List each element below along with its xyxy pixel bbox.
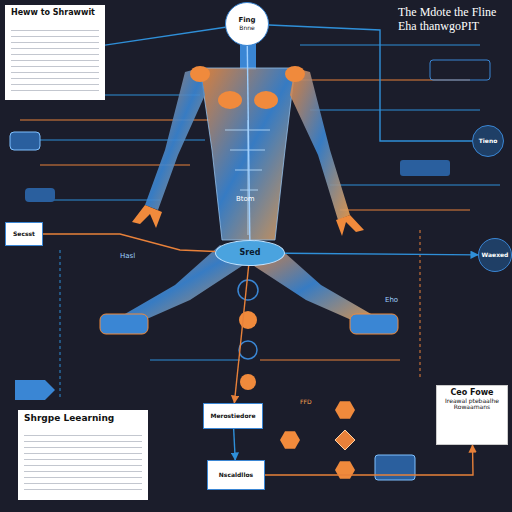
pelvis-ellipse: Sred xyxy=(215,240,285,266)
connector xyxy=(43,234,215,252)
arrow-shape xyxy=(15,380,55,400)
node-heading: Merostiedore xyxy=(210,413,255,420)
node-heading: Fing xyxy=(238,17,255,25)
node-heading: Secsst xyxy=(13,231,35,238)
left-foot xyxy=(100,314,148,334)
process-box: Merostiedore xyxy=(203,403,263,429)
small-label: Hasl xyxy=(120,252,135,260)
wire xyxy=(60,250,61,400)
node-heading: Heww to Shrawwit xyxy=(11,9,95,18)
hexagon xyxy=(335,461,355,478)
node-heading: Waexed xyxy=(482,252,509,259)
node-heading: Ceo Fowe xyxy=(450,389,493,398)
diamond xyxy=(335,430,355,450)
small-label: FFD xyxy=(300,398,312,405)
left-hand xyxy=(132,205,162,228)
left-arm xyxy=(145,68,205,210)
wire xyxy=(150,360,240,361)
connector xyxy=(234,429,236,460)
chain-circle xyxy=(239,341,257,359)
connector xyxy=(234,266,248,403)
panel xyxy=(400,160,450,176)
panel xyxy=(25,188,55,202)
small-label: Eho xyxy=(385,296,398,304)
panel xyxy=(10,132,40,150)
chain-circle xyxy=(238,280,258,300)
connector xyxy=(285,253,478,255)
connector xyxy=(269,25,472,141)
node-text: Bnne xyxy=(239,25,254,32)
node-heading: Tieno xyxy=(479,138,498,145)
circuit-lines xyxy=(225,120,270,235)
note-box: Secsst xyxy=(5,222,43,246)
node-heading: Nscaldllos xyxy=(219,472,253,479)
document-box: Ceo FoweIreawal ptebaalhe Rowaamans xyxy=(436,385,508,445)
document-box: Shrgpe Leearning xyxy=(18,410,148,500)
shoulder xyxy=(285,66,305,82)
document-box: Heww to Shrawwit xyxy=(5,5,105,100)
right-foot xyxy=(350,314,398,334)
info-circle: Tieno xyxy=(472,125,504,157)
wire xyxy=(300,45,480,46)
connector xyxy=(265,445,473,475)
small-label: Btom xyxy=(236,195,255,203)
node-heading: Sred xyxy=(240,249,261,258)
right-hand xyxy=(336,215,364,236)
panel xyxy=(430,60,490,80)
chest-part xyxy=(254,91,278,109)
wire xyxy=(420,230,421,380)
process-box: Nscaldllos xyxy=(207,460,265,490)
wire xyxy=(340,210,470,211)
shoulder xyxy=(190,66,210,82)
chain-circle xyxy=(240,374,256,390)
hexagon xyxy=(280,431,300,448)
hexagon xyxy=(335,401,355,418)
node-heading: Shrgpe Leearning xyxy=(24,414,114,424)
wire xyxy=(260,360,400,361)
head-circle: FingBnne xyxy=(225,2,269,46)
right-arm xyxy=(290,68,350,220)
diagram-title: The Mdote the Fline Eha thanwgoPIT xyxy=(398,6,508,34)
node-text: Ireawal ptebaalhe Rowaamans xyxy=(440,398,504,411)
wire xyxy=(330,185,500,186)
connector xyxy=(105,27,225,45)
info-circle: Waexed xyxy=(478,238,512,272)
wire xyxy=(310,110,480,111)
device xyxy=(375,455,415,480)
connector xyxy=(247,46,250,240)
chest-part xyxy=(218,91,242,109)
